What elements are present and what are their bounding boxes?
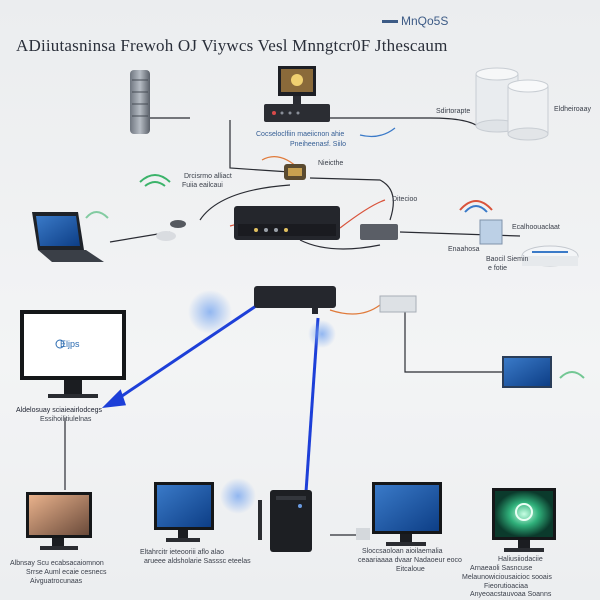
small-box-icon (360, 224, 398, 240)
label-bottom-3c: Eitcaloue (396, 566, 425, 573)
modem-icon (479, 219, 579, 267)
cable-red-2 (339, 199, 386, 229)
cable-switch-hub (199, 184, 291, 221)
label-server-right: Sdirtorapte (436, 108, 471, 115)
hub-icon (234, 206, 340, 240)
glow-mid (308, 320, 336, 348)
blue-links (101, 304, 320, 493)
database-icon (475, 67, 549, 141)
label-bottom-2b: arueee aldsholarie Sasssc eteelas (144, 558, 251, 565)
label-bottom-1b: Srrse Auml ecaie cesnecs (26, 569, 107, 576)
monitor-icon-bottom-1 (26, 492, 92, 550)
laptop-icon (32, 212, 104, 262)
label-hub-right: Ditecioo (392, 196, 418, 203)
blue-arrowhead-left (101, 389, 127, 408)
blue-link-left (115, 304, 257, 402)
blue-link-down (304, 317, 320, 493)
mouse-icon (156, 220, 186, 241)
label-bottom-4c: Melaunowiciousaicioc sooais (462, 574, 552, 581)
label-bottom-1c: Aivguatrocunaas (30, 578, 83, 585)
router-icon (264, 66, 330, 122)
cable-right-monitor (404, 312, 502, 373)
label-bottom-1a: Albnsay Scu ecabsacaiomnon (10, 560, 104, 567)
cables (64, 117, 521, 536)
access-point-icon (254, 286, 417, 314)
label-bottom-4a: Haliusiiodaciie (498, 556, 543, 563)
label-modem-right2: Enaahosa (448, 246, 480, 253)
label-db-right: Eldheiroaay (554, 106, 591, 113)
tower-icon (258, 490, 370, 552)
monitor-icon-bottom-3 (372, 482, 442, 546)
glow-tower (220, 478, 256, 514)
monitor-icon-bottom-2 (154, 482, 214, 542)
label-router-caption: Cocseloclfiin maeiicnon ahie (256, 131, 345, 138)
logo: MnQo5S (382, 14, 448, 28)
monitor-icon-left: Eljps (20, 310, 126, 398)
label-modem-right3: Baocil Siemin (486, 256, 529, 263)
label-bottom-4b: Arnaeaoli Sasncuse (470, 565, 533, 572)
monitor-icon-right (502, 356, 552, 388)
label-bottom-3b: ceaariaaaa dvaar Nadaoeur eoco (358, 557, 462, 564)
cable-router-switch (229, 120, 291, 173)
monitor-icon-bottom-4 (492, 488, 556, 552)
label-bottom-4e: Anyeoacstauvoaa Soanns (470, 591, 552, 598)
label-monitor-left2: Essihoilitiulelnas (40, 416, 92, 423)
wifi-icon (85, 174, 585, 379)
cable-switch-right (309, 177, 394, 221)
switch-icon (284, 164, 306, 180)
label-modem-right1: Ecalhoouaclaat (512, 224, 560, 231)
label-bottom-3a: Sloccsaoloan aioilaemalia (362, 548, 443, 555)
logo-text: MnQo5S (401, 14, 449, 28)
cable-router-db (330, 117, 481, 129)
label-router-caption2: Pneiheenasf. Siilo (290, 141, 347, 148)
label-wifi-left2: Fuiia eailcaui (182, 182, 223, 189)
monitor-brand: Eljps (60, 339, 80, 349)
label-bottom-4d: Fieorutioaciaa (484, 583, 528, 590)
logo-bar-icon (382, 20, 398, 24)
label-modem-right4: e fotie (488, 265, 508, 272)
glow-center (188, 290, 232, 334)
label-wifi-left1: Drcisrmo alliact (184, 173, 232, 180)
cable-orange-2 (329, 304, 381, 315)
label-monitor-left1: Aldelosuay sciaieairlodcegs (16, 407, 102, 414)
label-bottom-2a: Eltahrcitr ieteooriii aflo alao (140, 549, 225, 556)
cable-hub-down (299, 239, 381, 250)
diagram-title: ADiiutasninsa Frewoh OJ Viywcs Vesl Mnng… (16, 36, 448, 55)
server-icon (130, 70, 150, 134)
label-switch: Nieicthe (318, 160, 344, 167)
cable-blue-1 (359, 127, 396, 138)
